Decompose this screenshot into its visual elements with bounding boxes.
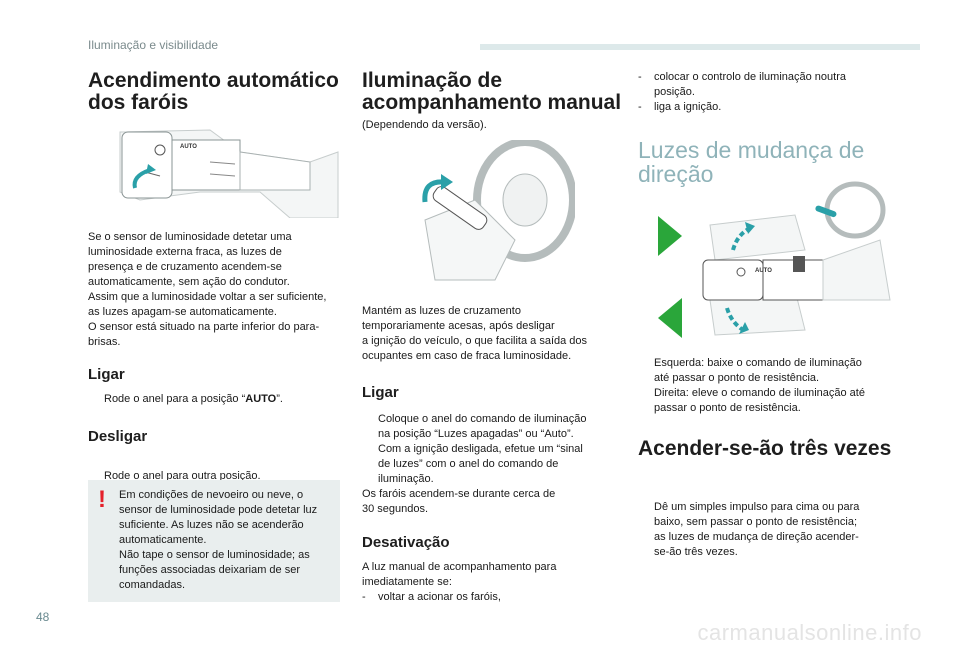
ligar-heading-2: Ligar (362, 384, 399, 401)
desativacao-paragraph: A luz manual de acompanhamento para imed… (362, 560, 612, 605)
desligar-instruction: Rode o anel para outra posição. (104, 470, 261, 482)
warning-text: Em condições de nevoeiro ou neve, o sens… (119, 489, 318, 591)
lighting-stalk-auto-illustration: AUTO (119, 129, 339, 218)
section-title-three-flashes: Acender-se-ão três vezes (638, 437, 892, 460)
list-item: Esquerda: baixe o comando de iluminação … (654, 357, 862, 384)
left-arrow-icon (658, 298, 682, 338)
list-item: Coloque o anel do comando de iluminação … (378, 413, 587, 440)
watermark: carmanualsonline.info (697, 620, 922, 645)
turn-signal-stalk-illustration: AUTO (658, 181, 891, 338)
ligar-instructions-2: Coloque o anel do comando de iluminação … (362, 412, 612, 517)
three-flashes-instruction: Dê um simples impulso para cima ou para … (654, 501, 860, 558)
desativacao-heading: Desativação (362, 534, 450, 551)
page-number: 48 (36, 610, 50, 624)
list-item: Com a ignição desligada, efetue um “sina… (378, 443, 583, 485)
steering-wheel-illustration (422, 140, 575, 281)
list-item: - liga a ignição. (638, 101, 722, 113)
follow-me-paragraph: Mantém as luzes de cruzamento temporaria… (362, 305, 588, 362)
warning-box: ! Em condições de nevoeiro ou neve, o se… (88, 480, 340, 602)
down-arrow (725, 307, 745, 332)
header-bar (480, 44, 920, 50)
ligar-heading: Ligar (88, 366, 125, 383)
section-title-follow-me-lighting: Iluminação de acompanhamento manual (362, 69, 622, 114)
ligar-instruction: Rode o anel para a posição “AUTO”. (104, 393, 283, 405)
version-note: (Dependendo da versão). (362, 119, 487, 131)
duration-note: Os faróis acendem-se durante cerca de 30… (362, 488, 556, 515)
section-title-turn-signals: Luzes de mudança de direção (638, 137, 865, 187)
turn-signal-instructions: Esquerda: baixe o comando de iluminação … (638, 356, 898, 416)
warning-icon: ! (98, 486, 106, 513)
desligar-heading: Desligar (88, 428, 148, 445)
section-title-auto-headlights: Acendimento automático dos faróis (88, 69, 339, 114)
auto-label: AUTO (180, 144, 197, 150)
auto-headlights-paragraph: Se o sensor de luminosidade detetar uma … (88, 231, 327, 348)
right-arrow-icon (658, 216, 682, 256)
section-header: Iluminação e visibilidade (88, 38, 219, 52)
list-item: - colocar o controlo de iluminação noutr… (638, 71, 847, 98)
auto-label-2: AUTO (755, 268, 772, 274)
list-item: Direita: eleve o comando de iluminação a… (654, 387, 865, 414)
deactivation-continued: - colocar o controlo de iluminação noutr… (638, 70, 898, 115)
list-item: - voltar a acionar os faróis, (362, 591, 501, 603)
